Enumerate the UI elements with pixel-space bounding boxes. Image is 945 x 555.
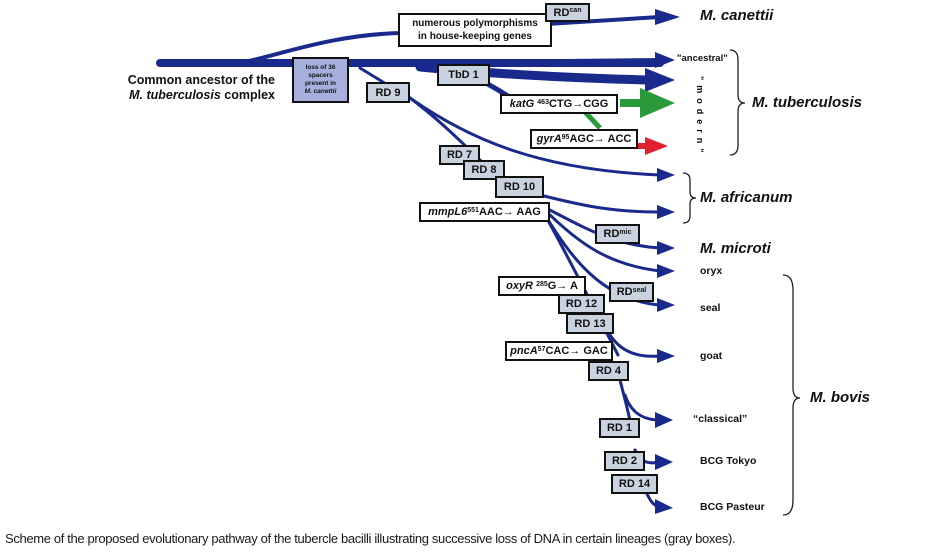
arrowhead-goat bbox=[657, 349, 675, 363]
tbd1-box: TbD 1 bbox=[437, 64, 490, 86]
pnca-gene: pncA bbox=[510, 345, 538, 357]
rd4-box: RD 4 bbox=[588, 361, 629, 381]
branch-africanum2 bbox=[538, 193, 662, 214]
leaf-canettii: M. canettii bbox=[700, 7, 774, 24]
leaf-bcg-tokyo: BCG Tokyo bbox=[700, 455, 757, 467]
polymorphisms-box: numerous polymorphisms in house-keeping … bbox=[398, 13, 552, 47]
katg-change: CTG→CGG bbox=[548, 98, 609, 110]
arrowhead-modern bbox=[645, 68, 675, 92]
arrowhead-classical bbox=[655, 412, 673, 428]
arrowhead-oryx bbox=[657, 264, 675, 278]
pnca-sup: 57 bbox=[537, 345, 546, 353]
brace-bovis bbox=[782, 274, 801, 516]
ancestor-line2: M. tuberculosis complex bbox=[95, 88, 275, 103]
katg-gene: katG bbox=[509, 98, 535, 110]
leaf-seal: seal bbox=[700, 302, 721, 314]
spacer-text-1: loss of 36 bbox=[305, 64, 336, 71]
gyra-gene: gyrA bbox=[536, 133, 562, 145]
leaf-goat: goat bbox=[700, 350, 723, 362]
ancestor-suffix: complex bbox=[220, 88, 275, 102]
species-africanum: M. africanum bbox=[700, 189, 793, 206]
arrowhead-ancestral bbox=[655, 52, 675, 68]
figure-caption: Scheme of the proposed evolutionary path… bbox=[5, 531, 736, 546]
arrowhead-seal bbox=[657, 298, 675, 312]
rd9-box: RD 9 bbox=[366, 82, 410, 103]
arrowhead-canettii bbox=[655, 9, 680, 25]
leaf-classical: “classical” bbox=[693, 413, 748, 425]
branch-ancestral bbox=[368, 58, 662, 65]
spacer-loss-box: loss of 36 spacers present in M. canetti… bbox=[292, 57, 349, 103]
oxyr-gene: oxyR bbox=[506, 280, 533, 292]
mmpl6-gene: mmpL6 bbox=[428, 206, 468, 218]
rd10-box: RD 10 bbox=[495, 176, 544, 198]
ancestor-line1: Common ancestor of the bbox=[127, 73, 275, 87]
mmpl6-change: AAC→ AAG bbox=[478, 206, 541, 218]
brace-africanum bbox=[682, 172, 697, 224]
arrowhead-katg bbox=[640, 88, 675, 118]
branch-oryx bbox=[543, 208, 662, 273]
arrowhead-tokyo bbox=[655, 454, 673, 470]
spacer-text-3: present in bbox=[304, 80, 337, 87]
arrowhead-africanum2 bbox=[657, 205, 675, 219]
brace-tuberculosis bbox=[729, 49, 746, 156]
branch-rd9-to-africanum1 bbox=[408, 96, 662, 177]
rd13-box: RD 13 bbox=[566, 313, 614, 334]
rd12-box: RD 12 bbox=[558, 294, 605, 314]
gyra-change: AGC→ ACC bbox=[569, 133, 632, 145]
katg-sup: 463 bbox=[537, 98, 549, 106]
arrowhead-africanum1 bbox=[657, 168, 675, 182]
arrowhead-gyra bbox=[645, 137, 668, 155]
spacer-text-2: spacers bbox=[308, 72, 333, 79]
branch-canettii bbox=[238, 15, 662, 65]
polymorphisms-text-1: numerous polymorphisms bbox=[412, 18, 538, 29]
polymorphisms-text-2: in house-keeping genes bbox=[418, 31, 532, 42]
spacer-text-4: M. canettii bbox=[304, 88, 337, 95]
rd2-box: RD 2 bbox=[604, 451, 645, 471]
rd8-box: RD 8 bbox=[463, 160, 505, 180]
oxyr-change: G→ A bbox=[547, 280, 578, 292]
evolutionary-pathway-diagram: Common ancestor of the M. tuberculosis c… bbox=[95, 3, 871, 516]
leaf-bcg-pasteur: BCG Pasteur bbox=[700, 501, 765, 513]
arrowhead-pasteur bbox=[655, 499, 673, 514]
branch-goat bbox=[608, 333, 662, 358]
rd-can-base: RD bbox=[553, 6, 570, 19]
mmpl6-sup: 551 bbox=[467, 206, 479, 214]
oxyr-sup: 285 bbox=[536, 280, 548, 288]
rd1-box: RD 1 bbox=[599, 418, 640, 438]
leaf-modern: "modern" bbox=[695, 76, 705, 158]
rd-can-sup: can bbox=[569, 7, 582, 14]
rd-seal-base: RD bbox=[616, 286, 633, 298]
ancestor-species: M. tuberculosis bbox=[129, 88, 221, 102]
rd-mic-base: RD bbox=[603, 228, 620, 240]
rd-seal-sup: seal bbox=[632, 286, 647, 294]
gyra-sup: 95 bbox=[561, 133, 570, 141]
rd14-box: RD 14 bbox=[611, 474, 658, 494]
leaf-microti: M. microti bbox=[700, 240, 771, 257]
pnca-change: CAC→ GAC bbox=[545, 345, 608, 357]
ancestor-label: Common ancestor of the M. tuberculosis c… bbox=[95, 73, 275, 103]
rd-mic-sup: mic bbox=[619, 228, 632, 236]
arrowhead-microti bbox=[657, 241, 675, 255]
species-tuberculosis: M. tuberculosis bbox=[752, 94, 863, 111]
leaf-ancestral: "ancestral" bbox=[677, 53, 728, 64]
species-bovis: M. bovis bbox=[810, 389, 871, 406]
leaf-oryx: oryx bbox=[700, 265, 723, 277]
branch-katg-to-gyra bbox=[583, 110, 602, 130]
